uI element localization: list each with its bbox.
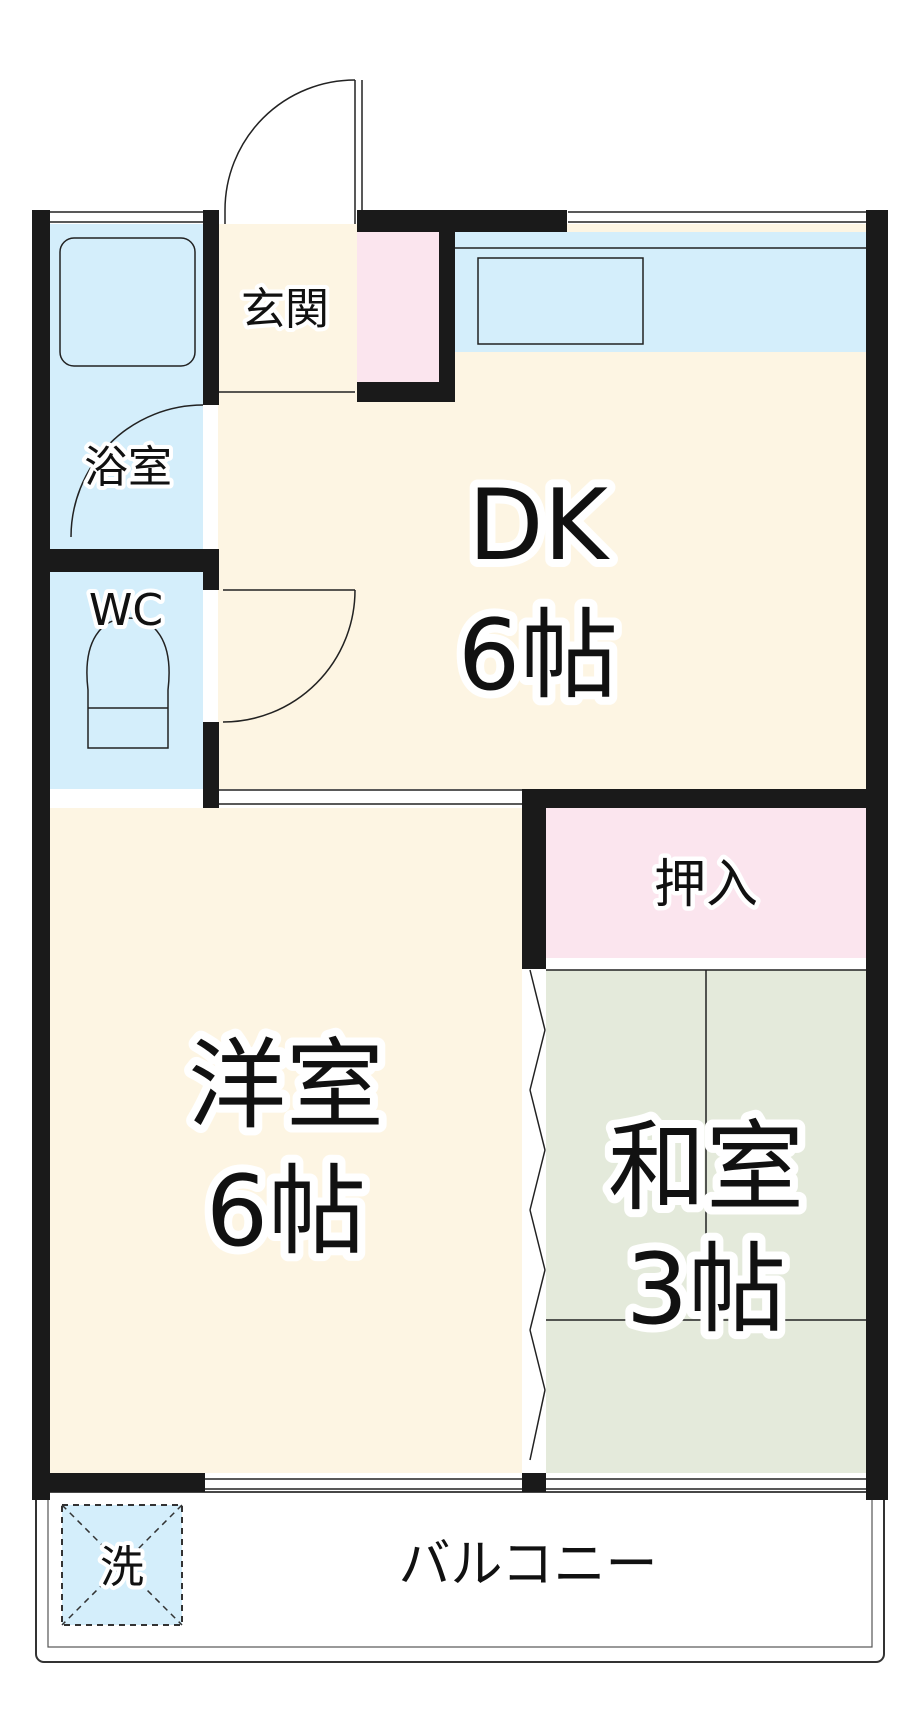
sink bbox=[477, 257, 644, 345]
wall-bath-wc bbox=[32, 549, 219, 572]
dk-name-label: DK bbox=[468, 469, 610, 583]
western-room-name-label: 洋室 bbox=[188, 1029, 384, 1143]
walls bbox=[32, 210, 888, 1500]
washer-label: 洗 bbox=[100, 1542, 144, 1593]
entrance-door-swing bbox=[224, 79, 356, 224]
wall-western-japanese bbox=[522, 789, 546, 969]
sliding-f bbox=[529, 1269, 546, 1331]
western-room-floor bbox=[50, 808, 522, 1473]
wall-cabinet-bottom bbox=[357, 382, 455, 402]
shoe-cabinet bbox=[357, 232, 439, 382]
wall-cabinet-side bbox=[439, 232, 455, 402]
closet-floor bbox=[546, 808, 866, 958]
entrance-label: 玄関 bbox=[241, 284, 329, 335]
sliding-a bbox=[529, 969, 546, 1031]
fixtures bbox=[35, 79, 885, 1663]
sliding-e bbox=[529, 1209, 546, 1271]
toilet bbox=[86, 617, 170, 749]
floors bbox=[50, 224, 866, 1626]
closet-label: 押入 bbox=[654, 855, 758, 915]
kitchen-counter bbox=[455, 232, 866, 352]
wall-bottom-mid bbox=[522, 1473, 546, 1492]
japanese-room-name-label: 和室 bbox=[608, 1111, 804, 1225]
bath-door-swing bbox=[70, 404, 204, 538]
windows bbox=[50, 211, 866, 1490]
wall-mid-horizontal bbox=[32, 789, 48, 808]
balcony-rail-inner bbox=[47, 1491, 873, 1648]
dk-size-label: 6帖 bbox=[458, 599, 618, 713]
wc-door-swing bbox=[222, 589, 356, 723]
western-room-size-label: 6帖 bbox=[206, 1155, 366, 1269]
bathroom-label: 浴室 bbox=[84, 442, 172, 493]
wall-wc-side2 bbox=[203, 722, 219, 808]
wall-mid-right bbox=[522, 789, 888, 808]
sliding-g bbox=[529, 1329, 546, 1391]
sliding-d bbox=[529, 1149, 546, 1211]
bathroom-floor bbox=[50, 224, 203, 549]
wall-bottom-left bbox=[32, 1473, 205, 1492]
wc-floor bbox=[50, 572, 203, 789]
washer-space bbox=[61, 1504, 183, 1626]
balcony-label: バルコニー bbox=[399, 1535, 658, 1595]
wall-bottom-right bbox=[866, 1473, 888, 1492]
wc-label: WC bbox=[89, 585, 163, 636]
japanese-room-size-label: 3帖 bbox=[626, 1233, 786, 1347]
bathtub bbox=[59, 237, 196, 367]
sliding-h bbox=[529, 1389, 546, 1461]
wall-top-mid bbox=[357, 210, 567, 232]
wall-right bbox=[866, 210, 888, 1500]
wall-bath-side bbox=[203, 210, 219, 405]
sliding-c bbox=[529, 1089, 546, 1151]
entrance-floor bbox=[218, 224, 355, 392]
sliding-b bbox=[529, 1029, 546, 1091]
wall-wc-side bbox=[203, 549, 219, 590]
wall-left bbox=[32, 210, 50, 1500]
